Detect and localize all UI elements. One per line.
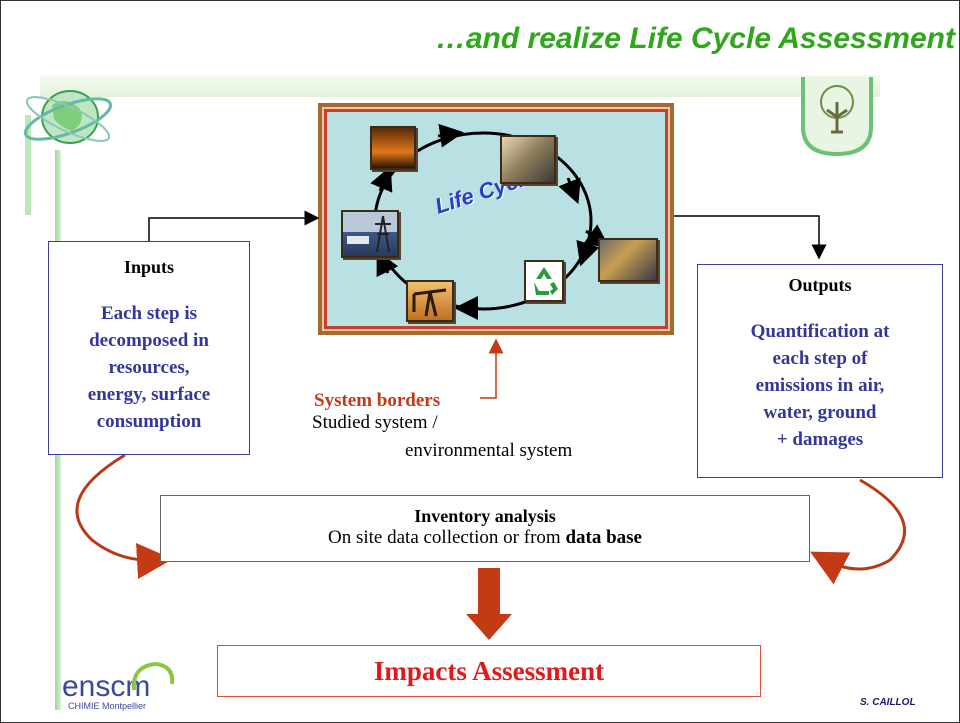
recycle-icon [534, 267, 558, 295]
cycle-arrow-6 [370, 165, 393, 193]
slide-title: …and realize Life Cycle Assessment [435, 22, 955, 55]
inventory-box: Inventory analysis On site data collecti… [160, 495, 810, 562]
pylon-icon [347, 215, 391, 253]
pump-jack-icon [412, 288, 447, 317]
inputs-line: Each step is [100, 303, 198, 324]
cycle-arrow-2 [558, 177, 581, 205]
inputs-title: Inputs [123, 257, 175, 277]
system-borders-label: System borders [314, 390, 441, 411]
studied-system-text: Studied system / [312, 412, 438, 433]
energy-use-photo [500, 135, 556, 184]
inputs-line: consumption [96, 411, 202, 432]
inputs-text: Each step is decomposed in resources, en… [49, 300, 249, 435]
inventory-text: On site data collection or from data bas… [161, 527, 809, 549]
recycling-photo [524, 260, 564, 302]
inputs-to-cycle-arrow [148, 210, 320, 241]
inputs-to-inventory-arrow [75, 453, 173, 579]
outputs-line: water, ground [763, 402, 877, 423]
tree-graphic [801, 77, 873, 157]
system-borders-pointer [480, 338, 504, 399]
cycle-arrow-5 [376, 250, 399, 278]
author-credit: S. CAILLOL [860, 697, 916, 708]
outputs-box: Outputs Quantification at each step of e… [697, 264, 943, 478]
outputs-line: + damages [776, 429, 864, 450]
factory-photo [370, 126, 416, 170]
outputs-title: Outputs [788, 275, 852, 295]
outputs-line: emissions in air, [755, 375, 885, 396]
down-to-impacts-arrow [466, 568, 512, 640]
left-deco-line-upper [25, 115, 31, 215]
top-deco-band [40, 75, 880, 97]
waste-photo [598, 238, 658, 282]
oil-pump-photo [406, 280, 454, 322]
outputs-to-inventory-arrow [810, 478, 907, 585]
outputs-line: Quantification at [750, 321, 890, 342]
logo-ring-icon [131, 661, 175, 691]
cycle-to-outputs-arrow [674, 215, 827, 260]
inputs-line: decomposed in [89, 330, 209, 351]
inputs-box: Inputs Each step is decomposed in resour… [48, 241, 250, 455]
to-waste-arrow [583, 224, 610, 248]
logo-subtitle: CHIMIE Montpellier [68, 701, 147, 711]
inventory-text-prefix: On site data collection or from [328, 527, 566, 548]
outputs-line: each step of [772, 348, 868, 369]
impacts-assessment-box: Impacts Assessment [217, 645, 761, 697]
inputs-line: energy, surface [87, 384, 211, 405]
outputs-text: Quantification at each step of emissions… [698, 318, 942, 453]
environmental-system-text: environmental system [405, 440, 573, 461]
transport-photo [341, 210, 399, 258]
inputs-line: resources, [108, 357, 190, 378]
globe-graphic [23, 90, 113, 144]
inventory-text-bold: data base [565, 527, 642, 548]
cycle-arrow-1 [437, 123, 464, 148]
inventory-title: Inventory analysis [414, 506, 556, 526]
